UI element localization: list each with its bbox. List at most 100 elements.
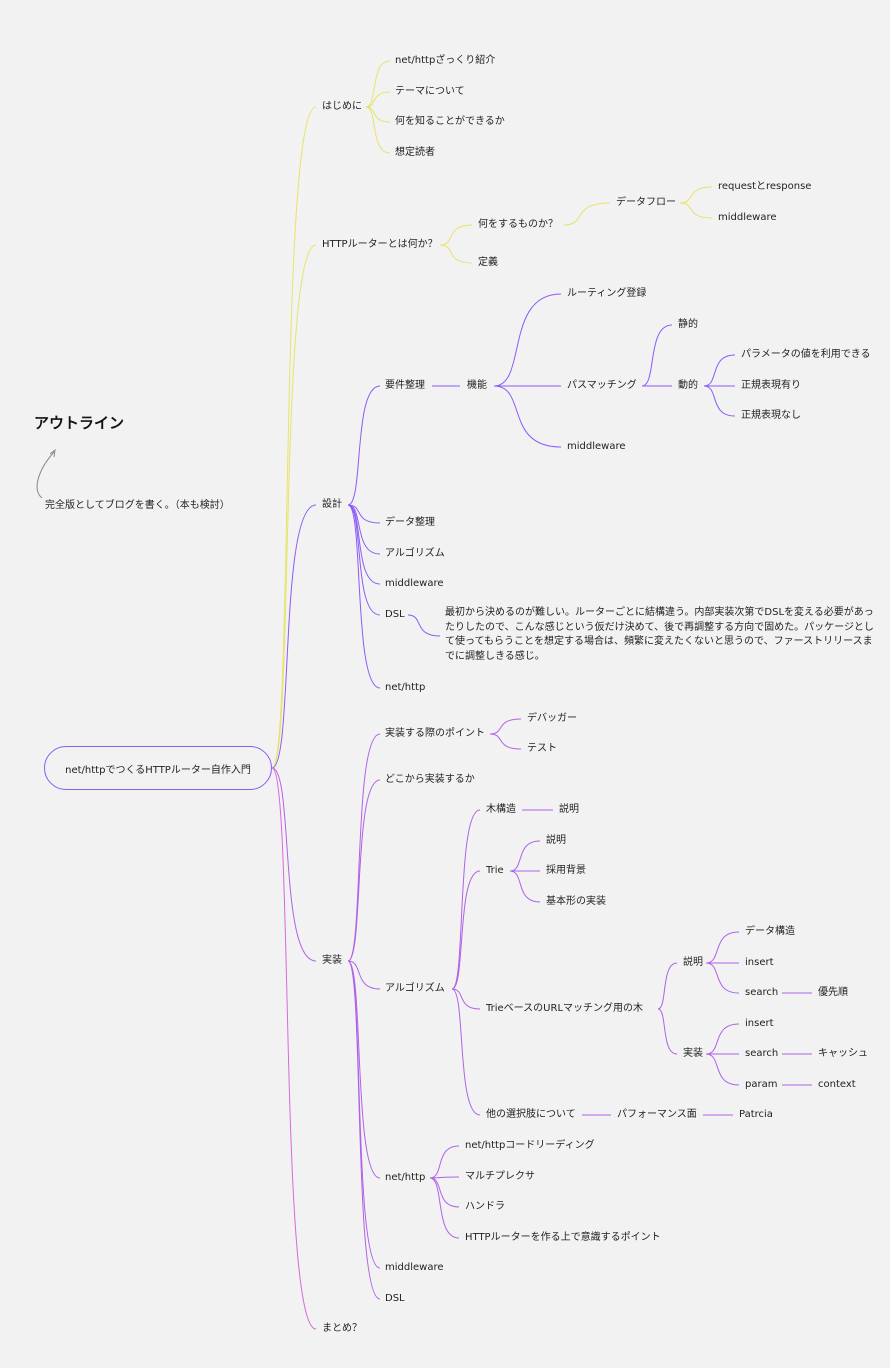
node-regex-no[interactable]: 正規表現なし	[741, 410, 801, 421]
edge-what-dataflow	[563, 202, 611, 226]
node-matome[interactable]: まとめ？	[322, 1323, 362, 1334]
page-title: アウトライン	[34, 414, 125, 432]
edge-dsl-note	[407, 614, 441, 637]
node-handler[interactable]: ハンドラ	[465, 1201, 505, 1212]
node-test[interactable]: テスト	[527, 743, 557, 754]
root-node[interactable]: net/httpでつくるHTTPルーター自作入門	[44, 746, 272, 790]
edge-router-what	[439, 224, 473, 246]
node-cache[interactable]: キャッシュ	[818, 1048, 868, 1059]
edge-nethttp-child	[429, 1145, 460, 1179]
node-perf[interactable]: パフォーマンス面	[617, 1109, 697, 1120]
edge-setsumei-child	[705, 931, 740, 964]
edge-sekkei-child	[347, 504, 381, 524]
edge-sekkei-child	[347, 504, 381, 616]
node-insert-a[interactable]: insert	[745, 957, 774, 968]
node-search-b[interactable]: search	[745, 1048, 779, 1059]
node-context[interactable]: context	[818, 1079, 856, 1090]
edge-jissou-b-child	[705, 1053, 740, 1086]
node-setsumei-a[interactable]: 説明	[559, 804, 579, 815]
edge-algo-child	[451, 809, 481, 990]
node-multiplexer[interactable]: マルチプレクサ	[465, 1171, 535, 1182]
node-reqres[interactable]: requestとresponse	[718, 181, 812, 192]
node-nethttp-b[interactable]: net/http	[385, 1172, 426, 1183]
node-debugger[interactable]: デバッガー	[527, 713, 577, 724]
edge-algo-child	[451, 988, 481, 1010]
node-trie-url[interactable]: TrieベースのURLマッチング用の木	[486, 1003, 644, 1014]
node-regex-yes[interactable]: 正規表現有り	[741, 380, 801, 391]
edge-jissou-b-child	[705, 1023, 740, 1055]
node-hajimeni-1[interactable]: net/httpざっくり紹介	[395, 55, 496, 66]
edge-root-sekkei	[271, 504, 317, 769]
node-jissou-b[interactable]: 実装	[683, 1048, 703, 1059]
edge-nethttp-child	[429, 1177, 460, 1239]
node-point[interactable]: 実装する際のポイント	[385, 728, 485, 739]
node-what-does[interactable]: 何をするものか？	[478, 219, 558, 230]
edge-root-jissou	[271, 767, 317, 962]
edge-point-child	[489, 718, 522, 735]
node-code-reading[interactable]: net/httpコードリーディング	[465, 1140, 595, 1151]
edge-nethttp-child	[429, 1177, 460, 1208]
edge-jissou-child	[347, 733, 381, 962]
edge-path-seiteki	[641, 324, 673, 387]
node-param[interactable]: param	[745, 1079, 778, 1090]
node-setsumei-b[interactable]: 説明	[546, 835, 566, 846]
node-where[interactable]: どこから実装するか	[385, 774, 475, 785]
edge-kinou-child	[493, 385, 562, 448]
node-patricia[interactable]: Patrcia	[739, 1109, 773, 1120]
edge-point-child	[489, 733, 522, 750]
node-other[interactable]: 他の選択肢について	[486, 1109, 576, 1120]
node-hajimeni[interactable]: はじめに	[322, 101, 362, 112]
node-saiyou[interactable]: 採用背景	[546, 865, 586, 876]
node-hajimeni-3[interactable]: 何を知ることができるか	[395, 116, 505, 127]
node-jissou[interactable]: 実装	[322, 955, 342, 966]
edge-jissou-child	[347, 960, 381, 990]
node-nethttp-a[interactable]: net/http	[385, 682, 426, 693]
note-text: 完全版としてブログを書く。（本も検討）	[45, 500, 230, 511]
node-search-a[interactable]: search	[745, 987, 779, 998]
edge-setsumei-child	[705, 962, 740, 994]
node-dsl-b[interactable]: DSL	[385, 1293, 405, 1304]
node-sekkei[interactable]: 設計	[322, 499, 342, 510]
node-insert-b[interactable]: insert	[745, 1018, 774, 1029]
edge-hajimeni	[365, 106, 391, 154]
node-data-seiri[interactable]: データ整理	[385, 517, 435, 528]
node-hajimeni-2[interactable]: テーマについて	[395, 86, 465, 97]
node-dsl-a[interactable]: DSL	[385, 609, 405, 620]
edge-jissou-child	[347, 779, 381, 962]
node-setsumei-c[interactable]: 説明	[683, 957, 703, 968]
node-mw-b[interactable]: middleware	[567, 441, 626, 452]
node-routing-reg[interactable]: ルーティング登録	[567, 288, 647, 299]
node-tree[interactable]: 木構造	[486, 804, 516, 815]
node-mw-d[interactable]: middleware	[385, 1262, 444, 1273]
edge-douteki-child	[703, 354, 736, 387]
node-hajimeni-4[interactable]: 想定読者	[395, 147, 435, 158]
edge-trieurl-child	[657, 962, 678, 1010]
node-trie[interactable]: Trie	[486, 865, 504, 876]
node-yoken[interactable]: 要件整理	[385, 380, 425, 391]
node-douteki[interactable]: 動的	[678, 380, 698, 391]
node-dataflow[interactable]: データフロー	[616, 197, 676, 208]
node-mw-c[interactable]: middleware	[385, 578, 444, 589]
node-param-val[interactable]: パラメータの値を利用できる	[741, 349, 871, 360]
node-data-kouzou[interactable]: データ構造	[745, 926, 795, 937]
node-kihon[interactable]: 基本形の実装	[546, 896, 606, 907]
node-algo-a[interactable]: アルゴリズム	[385, 548, 445, 559]
node-yusen[interactable]: 優先順	[818, 987, 848, 998]
node-kinou[interactable]: 機能	[467, 380, 487, 391]
edge-jissou-child	[347, 960, 381, 1179]
node-path-match[interactable]: パスマッチング	[567, 380, 637, 391]
node-algo-b[interactable]: アルゴリズム	[385, 983, 445, 994]
edge-hajimeni	[365, 60, 391, 108]
edge-root-router	[271, 244, 317, 769]
node-mw-a[interactable]: middleware	[718, 212, 777, 223]
node-router-what[interactable]: HTTPルーターとは何か？	[322, 239, 438, 250]
edge-root-matome	[271, 767, 317, 1330]
edge-dataflow-reqres	[679, 186, 713, 204]
arrow-connector	[36, 451, 55, 499]
dsl-note-text: 最初から決めるのが難しい。ルーターごとに結構違う。内部実装次第でDSLを変える必…	[445, 607, 874, 662]
node-teigi[interactable]: 定義	[478, 257, 498, 268]
edge-kinou-child	[493, 293, 562, 387]
node-seiteki[interactable]: 静的	[678, 319, 698, 330]
edge-algo-child	[451, 988, 481, 1116]
node-ishiki[interactable]: HTTPルーターを作る上で意識するポイント	[465, 1232, 661, 1243]
